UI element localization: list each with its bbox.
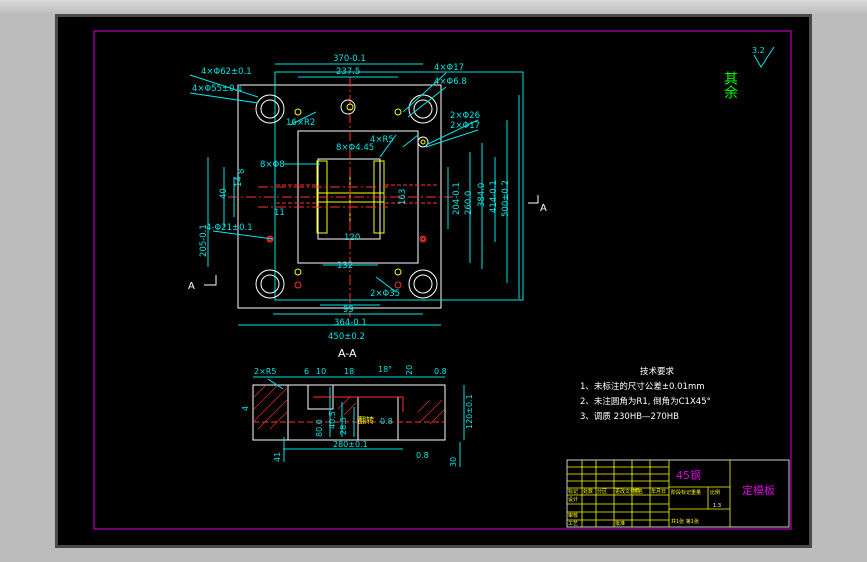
dimension-lines [189, 63, 520, 326]
plate-inner-dim-box [274, 71, 524, 301]
dim-40: 40 [219, 188, 229, 199]
center-lines [228, 77, 453, 317]
sheet-border [93, 30, 792, 530]
dim-384: 384.0 [477, 183, 487, 207]
tb-col-2: 处数 [583, 488, 593, 495]
roughness-symbol [753, 46, 775, 68]
mold-plate-drawing: 370-0.1 237.5 4×Φ62±0.1 4×Φ55±0.1 4×Φ17 … [93, 30, 792, 530]
tech-line-1: 1、未标注的尺寸公差±0.01mm [580, 381, 705, 392]
sec-radius: 2×R5 [254, 367, 276, 376]
tb-material: 45钢 [676, 469, 701, 482]
section-title: A-A [338, 347, 357, 360]
tb-col-1: 标记 [568, 488, 578, 495]
sec-label: 翻转 [358, 415, 374, 425]
dim-radius-16: 16×R2 [286, 118, 315, 128]
sec-rough-bottom: 0.8 [416, 451, 429, 460]
section-marker-left: A [188, 281, 195, 292]
sec-rough-top: 0.8 [434, 367, 447, 376]
dim-top-237: 237.5 [336, 67, 360, 77]
sec-dim-30: 30 [449, 457, 458, 467]
dim-132: 132 [337, 261, 353, 271]
sec-dim-41: 41 [273, 452, 282, 462]
tb-approve: 批准 [615, 520, 625, 527]
sec-dim-4: 4 [241, 406, 250, 411]
sec-dim-40-5: 40.5 [328, 411, 337, 429]
sec-rough-mid: 0.8 [380, 417, 393, 426]
window-title-bar [0, 0, 867, 14]
section-dim-text: 2×R5 6 10 18 18° 20 0.8 80.0 40.5 28.5 0… [241, 365, 474, 467]
dim-holes-4-45: 8×Φ4.45 [336, 143, 374, 153]
plan-view [189, 63, 539, 326]
section-hatching [253, 384, 445, 430]
dim-holes-6-8: 4×Φ6.8 [434, 77, 467, 87]
sec-angle: 18° [378, 365, 392, 374]
sec-dim-120: 120±0.1 [465, 394, 474, 429]
tb-col-5: 签名 [633, 488, 643, 495]
plan-dim-text: 370-0.1 237.5 4×Φ62±0.1 4×Φ55±0.1 4×Φ17 … [192, 54, 511, 342]
dim-holes-17: 4×Φ17 [434, 63, 464, 73]
tb-part-name: 定模板 [742, 483, 775, 497]
title-block [566, 459, 790, 528]
dim-holes-35: 2×Φ35 [370, 289, 400, 299]
dim-163: 163 [398, 189, 408, 205]
dim-holes-21: 4-Φ21±0.1 [206, 223, 253, 233]
dim-120: 120 [344, 233, 360, 243]
tb-sheets: 共1张 第1张 [671, 518, 699, 525]
dim-bore-26: 2×Φ26 [450, 111, 480, 121]
tb-ratio: 比例 [710, 489, 720, 496]
tb-col-6: 年月日 [651, 488, 666, 495]
sec-dim-80: 80.0 [315, 419, 324, 437]
dim-bore-17: 2×Φ17 [450, 121, 480, 131]
guide-holes [255, 94, 438, 299]
dim-8: 8 [237, 169, 247, 174]
dim-holes-55: 4×Φ55±0.1 [192, 84, 243, 94]
sec-dim-280: 280±0.1 [333, 440, 368, 449]
sec-dim-28-5: 28.5 [339, 417, 348, 435]
tech-title: 技术要求 [640, 366, 675, 377]
dim-radius-4: 4×R5 [370, 135, 394, 145]
tech-requirements: 技术要求 1、未标注的尺寸公差±0.01mm 2、未注圆角为R1, 倒角为C1X… [580, 366, 711, 422]
section-marks [204, 195, 539, 286]
section-view [252, 376, 465, 467]
dim-205: 205-0.1 [199, 224, 209, 257]
tb-process: 工艺 [568, 521, 578, 527]
cooling-holes [266, 235, 427, 289]
small-holes [294, 99, 429, 276]
tb-scale: 1:3 [713, 503, 721, 509]
roughness-value: 3.2 [752, 46, 765, 55]
sec-dim-10: 10 [316, 367, 326, 376]
dim-holes-8: 8×Φ8 [260, 160, 285, 170]
tech-line-3: 3、调质 230HB—270HB [580, 411, 679, 422]
tb-col-4: 更改文件号 [615, 488, 640, 495]
dim-204: 204-0.1 [452, 182, 462, 215]
cad-canvas[interactable]: 370-0.1 237.5 4×Φ62±0.1 4×Φ55±0.1 4×Φ17 … [58, 17, 809, 545]
dim-500: 500±0.2 [501, 180, 511, 217]
sec-dim-18: 18 [344, 367, 354, 376]
dim-414: 414-0.1 [489, 180, 499, 213]
tb-review: 审核 [568, 512, 578, 519]
tb-col-3: 分区 [597, 488, 607, 495]
tech-line-2: 2、未注圆角为R1, 倒角为C1X45° [580, 396, 711, 407]
dim-top-370: 370-0.1 [333, 54, 366, 64]
section-marker-right: A [540, 203, 547, 214]
tb-weight: 重量 [691, 489, 701, 496]
section-outline [252, 384, 446, 441]
roughness-label: 其余 [722, 71, 738, 100]
tb-design: 设计 [568, 496, 578, 503]
dim-14: 14 [234, 176, 244, 187]
dim-99: 99 [343, 305, 354, 315]
sec-dim-20: 20 [405, 365, 414, 375]
cavity-inner [317, 158, 381, 240]
dim-260: 260.0 [464, 191, 474, 215]
title-block-text: 标记 处数 分区 更改文件号 签名 年月日 设计 审核 工艺 批准 阶段标记 重… [568, 488, 721, 527]
sec-dim-6: 6 [304, 367, 309, 376]
dim-11: 11 [274, 208, 285, 218]
tb-stage: 阶段标记 [671, 489, 691, 496]
dim-holes-62: 4×Φ62±0.1 [201, 67, 252, 77]
side-slots [276, 184, 438, 204]
dim-364: 364-0.1 [334, 318, 367, 328]
section-dim-lines [253, 376, 465, 467]
dim-450: 450±0.2 [328, 332, 365, 342]
